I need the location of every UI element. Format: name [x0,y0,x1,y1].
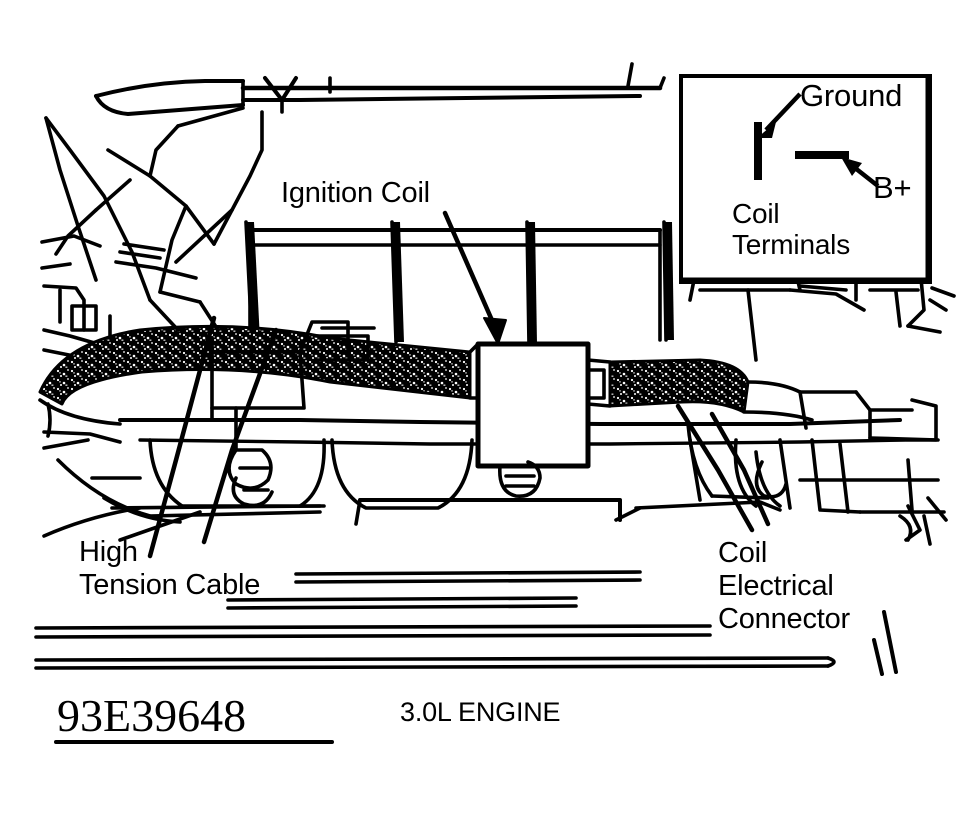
bottom-cable-lines [34,570,836,670]
label-coil-electrical-connector-line2: Electrical [718,570,834,602]
label-coil-terminals-line2: Terminals [732,229,851,260]
high-tension-leader [147,315,217,559]
spark-plug-boot [246,222,674,344]
ignition-coil-body [475,341,591,469]
coil-connector-leader [675,403,755,533]
label-coil-terminals-line1: Coil [732,198,780,229]
bplus-arrow-icon [841,157,880,188]
label-bplus: B+ [873,170,912,205]
engine-outline-group [34,62,956,744]
label-high-tension-cable-line2: Tension Cable [79,569,261,601]
bplus-terminal-bar [795,151,849,159]
label-high-tension-cable-line1: High [79,536,138,568]
label-coil-electrical-connector-line3: Connector [718,603,850,635]
label-ground: Ground [800,78,903,113]
label-ignition-coil: Ignition Coil [281,177,430,209]
caption-part-number: 93E39648 [57,690,247,741]
ground-arrow-icon [757,92,802,138]
bottom-right-ticks [872,610,898,676]
ignition-coil-leader-arrow [442,210,507,345]
coil-terminals-inset [679,74,932,284]
label-coil-electrical-connector-line1: Coil [718,537,768,569]
caption-engine: 3.0L ENGINE [400,697,561,727]
ground-terminal-bar [754,122,762,180]
